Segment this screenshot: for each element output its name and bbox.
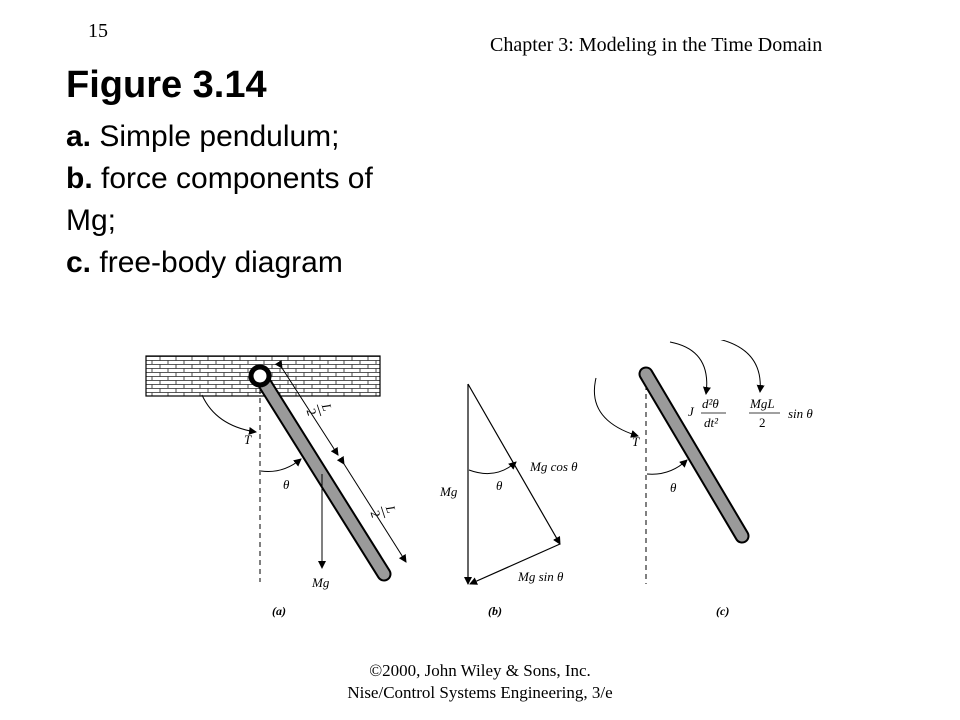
half-length-label-lower: L 2: [368, 503, 400, 520]
panel-label-b: (b): [488, 604, 502, 618]
panel-b-force-components: θ Mg Mg cos θ Mg sin θ (b): [439, 383, 578, 618]
figure-title: Figure 3.14: [66, 64, 267, 106]
caption-b: b. force components of Mg;: [66, 162, 373, 237]
angle-arc-b: [468, 461, 517, 475]
sin-component-vector: [469, 543, 561, 585]
torque-arrow-c: [593, 377, 639, 438]
footer-book-title: Nise/Control Systems Engineering, 3/e: [347, 683, 613, 702]
chapter-title: Chapter 3: Modeling in the Time Domain: [490, 34, 823, 56]
angle-arc: [260, 458, 302, 472]
svg-text:d²θ: d²θ: [702, 396, 719, 411]
angle-label-c: θ: [670, 480, 677, 495]
gravity-torque-arrow: [720, 340, 765, 393]
half-length-arrow-lower: [336, 455, 407, 563]
svg-text:2: 2: [304, 407, 320, 418]
figure-caption: a. Simple pendulum; b. force components …: [66, 116, 426, 284]
slide-number: 15: [88, 20, 108, 42]
cos-component-label: Mg cos θ: [529, 459, 578, 474]
svg-text:2: 2: [368, 509, 384, 520]
torque-label-c: T: [632, 434, 640, 449]
panel-c-free-body-diagram: T θ J d²θ dt² MgL 2 sin θ (c): [593, 340, 813, 618]
pendulum-rod-c-fill: [640, 368, 748, 542]
half-length-arrow-upper: [274, 359, 339, 456]
pivot-pin: [248, 364, 272, 388]
caption-a: a. Simple pendulum;: [66, 120, 340, 153]
svg-text:L: L: [318, 401, 335, 413]
pendulum-figure: T θ Mg L 2 L 2 (a) θ Mg Mg cos θ Mg sin …: [145, 340, 813, 618]
inertia-torque-label: J d²θ dt²: [688, 396, 726, 430]
svg-text:sin θ: sin θ: [788, 406, 813, 421]
angle-label-b: θ: [496, 478, 503, 493]
svg-text:2: 2: [759, 415, 766, 430]
copyright-footer: ©2000, John Wiley & Sons, Inc. Nise/Cont…: [0, 660, 960, 704]
svg-text:J: J: [688, 404, 695, 419]
svg-text:dt²: dt²: [704, 415, 719, 430]
half-length-label-upper: L 2: [304, 401, 336, 418]
footer-copyright: ©2000, John Wiley & Sons, Inc.: [369, 661, 591, 680]
weight-label: Mg: [311, 575, 330, 590]
gravity-torque-label: MgL 2 sin θ: [749, 396, 813, 430]
svg-text:L: L: [382, 503, 399, 515]
caption-c: c. free-body diagram: [66, 246, 343, 279]
panel-a-simple-pendulum: T θ Mg L 2 L 2 (a): [145, 355, 407, 618]
weight-label-b: Mg: [439, 484, 458, 499]
torque-label: T: [244, 432, 252, 447]
sin-component-label: Mg sin θ: [517, 569, 564, 584]
torque-arrow: [201, 394, 257, 435]
angle-label: θ: [283, 477, 290, 492]
panel-label-a: (a): [272, 604, 286, 618]
panel-label-c: (c): [716, 604, 729, 618]
inertia-torque-arrow: [669, 341, 711, 395]
angle-arc-c: [646, 459, 688, 475]
svg-text:MgL: MgL: [749, 396, 775, 411]
